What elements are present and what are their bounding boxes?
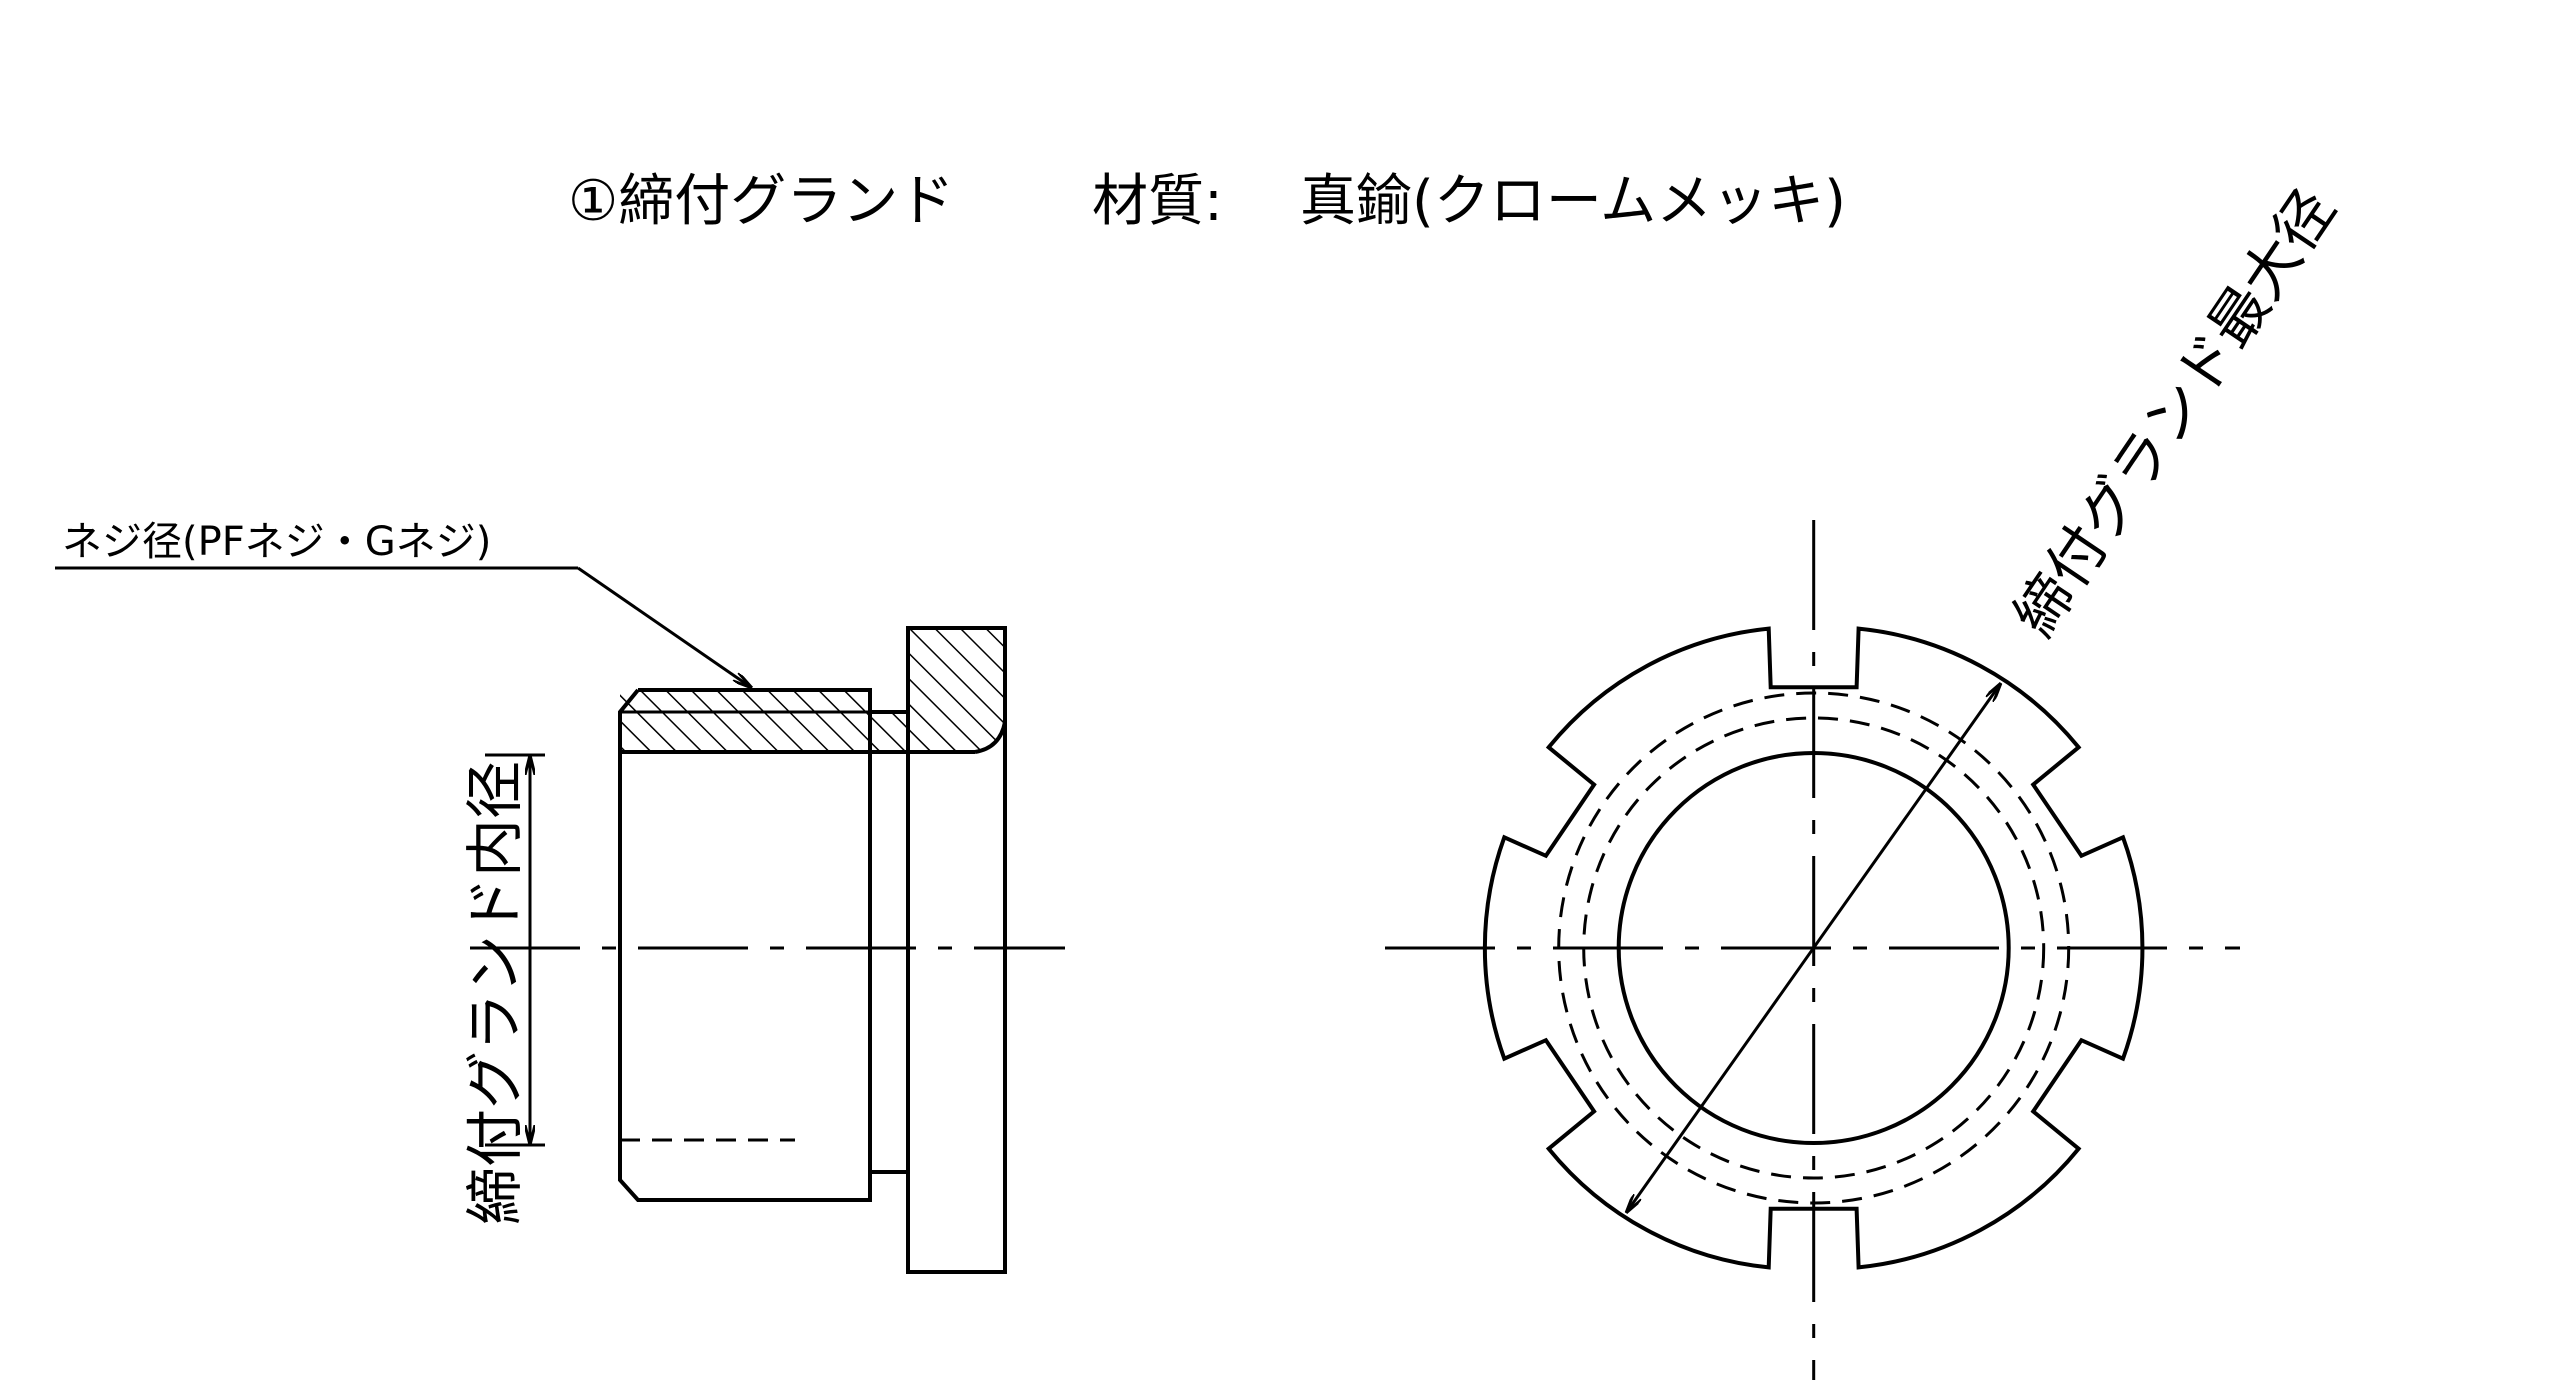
outer-toothed-profile	[1482, 626, 2145, 1270]
thread-section-hatch	[620, 690, 870, 750]
inner-diameter-label: 締付グランド内径	[461, 761, 529, 1225]
body-outline	[618, 688, 872, 1202]
max-diameter-dimension	[1626, 683, 2001, 1213]
material-label: 材質:	[1092, 169, 1223, 234]
thread-diameter-label: ネジ径(PFネジ・Gネジ)	[62, 519, 491, 565]
front-view	[1385, 520, 2240, 1380]
flange-outline	[906, 626, 1007, 1274]
flange-bore-fillet	[974, 721, 1007, 754]
neck-section-hatch	[870, 712, 908, 750]
material-value: 真鍮(クロームメッキ)	[1300, 169, 1846, 234]
thread-leader	[55, 566, 752, 688]
part-title: ①締付グランド	[568, 169, 954, 234]
flange-section-hatch	[908, 628, 1005, 752]
side-view	[470, 626, 1065, 1274]
max-diameter-label: 締付グランド最大径	[2000, 177, 2348, 648]
